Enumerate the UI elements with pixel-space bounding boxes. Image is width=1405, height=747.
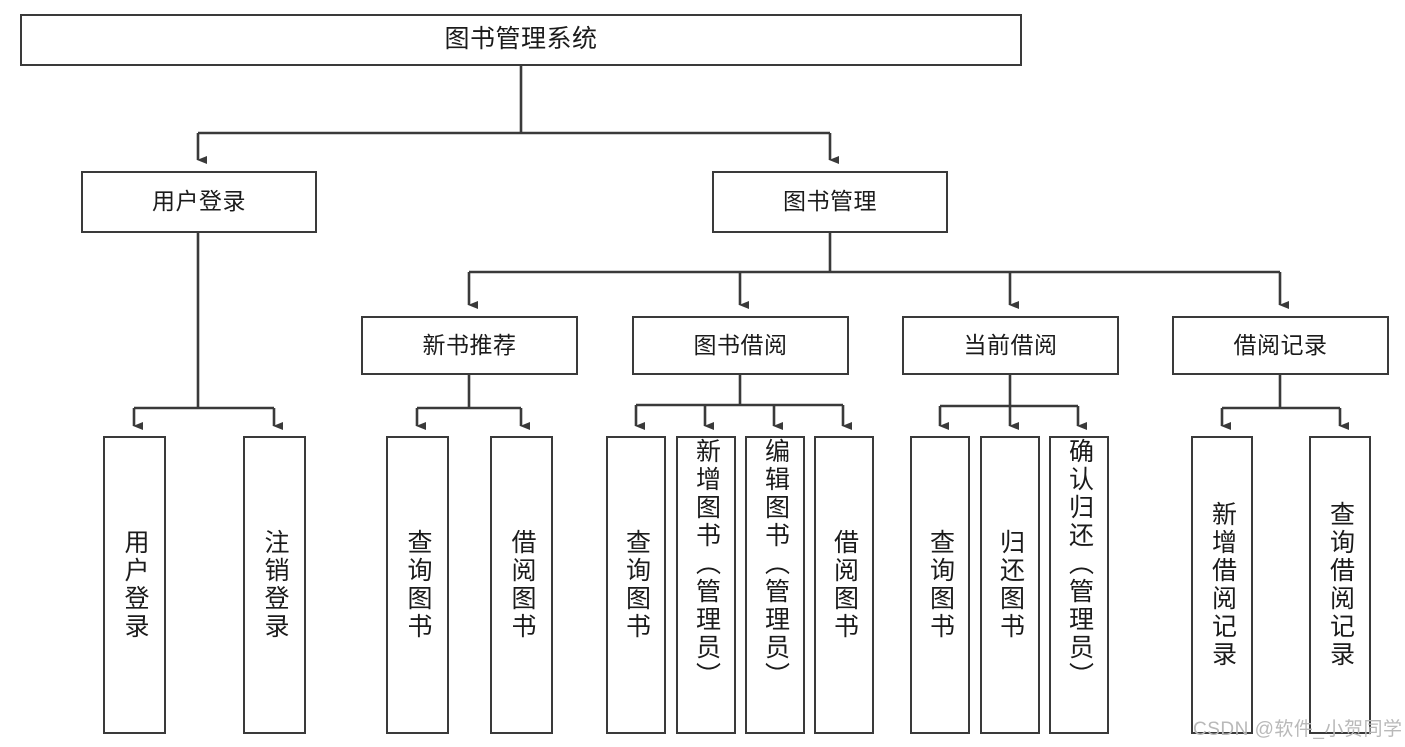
- node-label: 注销登录: [261, 529, 289, 641]
- leaf-current-borrow-confirm-return-admin[interactable]: 确认归还（管理员）: [1049, 436, 1109, 734]
- node-book-management[interactable]: 图书管理: [712, 171, 948, 233]
- node-label: 借阅图书: [830, 529, 859, 641]
- node-label: 借阅图书: [508, 529, 536, 641]
- node-book-borrow[interactable]: 图书借阅: [632, 316, 849, 375]
- node-label: 查询图书: [622, 529, 651, 641]
- node-label: 图书管理系统: [444, 25, 598, 54]
- leaf-user-login-login[interactable]: 用户登录: [103, 436, 166, 734]
- leaf-new-book-borrow-books[interactable]: 借阅图书: [490, 436, 553, 734]
- node-label: 新书推荐: [422, 331, 517, 358]
- leaf-borrow-record-add-record[interactable]: 新增借阅记录: [1191, 436, 1253, 734]
- node-label: 归还图书: [996, 529, 1025, 641]
- node-label: 新增借阅记录: [1208, 501, 1237, 669]
- leaf-book-borrow-add-book-admin[interactable]: 新增图书（管理员）: [676, 436, 736, 734]
- node-label: 编辑图书（管理员）: [761, 438, 790, 690]
- node-label: 图书借阅: [693, 331, 788, 358]
- leaf-book-borrow-edit-book-admin[interactable]: 编辑图书（管理员）: [745, 436, 805, 734]
- leaf-book-borrow-borrow-books[interactable]: 借阅图书: [814, 436, 874, 734]
- node-label: 查询图书: [926, 529, 955, 641]
- node-label: 用户登录: [152, 188, 246, 215]
- node-label: 用户登录: [121, 529, 149, 641]
- node-label: 借阅记录: [1233, 331, 1328, 358]
- node-new-book-recommend[interactable]: 新书推荐: [361, 316, 578, 375]
- node-current-borrow[interactable]: 当前借阅: [902, 316, 1119, 375]
- node-label: 确认归还（管理员）: [1065, 438, 1094, 690]
- node-borrow-record[interactable]: 借阅记录: [1172, 316, 1389, 375]
- node-user-login[interactable]: 用户登录: [81, 171, 317, 233]
- node-label: 图书管理: [783, 188, 877, 215]
- node-root-book-management-system[interactable]: 图书管理系统: [20, 14, 1022, 66]
- node-label: 查询借阅记录: [1326, 501, 1355, 669]
- node-label: 新增图书（管理员）: [692, 438, 721, 690]
- leaf-new-book-query-books[interactable]: 查询图书: [386, 436, 449, 734]
- leaf-current-borrow-return-books[interactable]: 归还图书: [980, 436, 1040, 734]
- leaf-borrow-record-query-record[interactable]: 查询借阅记录: [1309, 436, 1371, 734]
- leaf-book-borrow-query-books[interactable]: 查询图书: [606, 436, 666, 734]
- node-label: 当前借阅: [963, 331, 1058, 358]
- leaf-current-borrow-query-books[interactable]: 查询图书: [910, 436, 970, 734]
- leaf-user-login-logout[interactable]: 注销登录: [243, 436, 306, 734]
- node-label: 查询图书: [404, 529, 432, 641]
